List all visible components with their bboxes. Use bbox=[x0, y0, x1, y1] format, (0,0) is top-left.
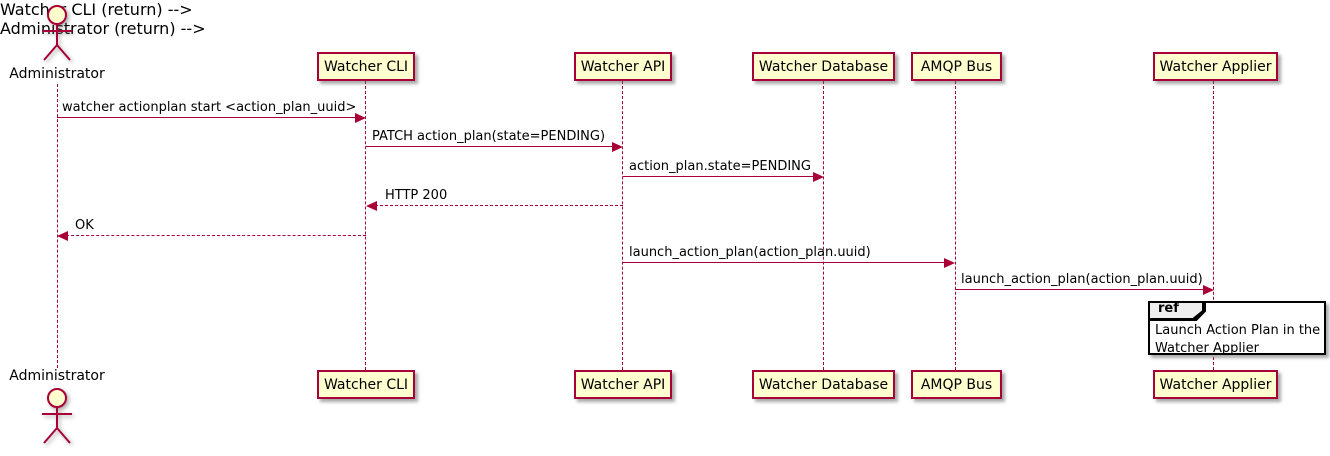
message-label: launch_action_plan(action_plan.uuid) bbox=[961, 272, 1203, 287]
participant-watcher-database-top: Watcher Database bbox=[752, 52, 895, 81]
participant-watcher-api-top: Watcher API bbox=[574, 52, 672, 81]
lifeline-watcher-api bbox=[622, 81, 623, 370]
ref-body-text: Launch Action Plan in the Watcher Applie… bbox=[1155, 322, 1320, 358]
ref-keyword: ref bbox=[1158, 301, 1179, 316]
participant-amqp-bus-top: AMQP Bus bbox=[911, 52, 1002, 81]
message-line-dashed bbox=[375, 205, 623, 206]
message-line-dashed bbox=[66, 235, 366, 236]
participant-watcher-api-bottom: Watcher API bbox=[574, 370, 672, 399]
actor-icon bbox=[42, 5, 72, 61]
ref-text-line2: Watcher Applier bbox=[1155, 341, 1259, 356]
actor-label-top: Administrator bbox=[9, 66, 105, 82]
arrowhead-right-icon bbox=[612, 142, 623, 152]
message-label: launch_action_plan(action_plan.uuid) bbox=[629, 245, 871, 260]
message-label: watcher actionplan start <action_plan_uu… bbox=[62, 100, 357, 115]
participant-watcher-cli-top: Watcher CLI bbox=[317, 52, 415, 81]
lifeline-amqp-bus bbox=[955, 81, 956, 370]
message-label: action_plan.state=PENDING bbox=[629, 159, 811, 174]
lifeline-watcher-applier bbox=[1213, 81, 1214, 370]
message-line bbox=[57, 117, 357, 118]
ref-text-line1: Launch Action Plan in the bbox=[1155, 323, 1321, 338]
actor-label-bottom: Administrator bbox=[9, 368, 105, 384]
arrowhead-left-icon bbox=[366, 201, 377, 211]
participant-watcher-database-bottom: Watcher Database bbox=[752, 370, 895, 399]
arrowhead-right-icon bbox=[944, 258, 955, 268]
message-label: HTTP 200 bbox=[385, 188, 448, 203]
participant-amqp-bus-bottom: AMQP Bus bbox=[911, 370, 1002, 399]
arrowhead-right-icon bbox=[355, 113, 366, 123]
arrowhead-left-icon bbox=[57, 231, 68, 241]
participant-watcher-applier-top: Watcher Applier bbox=[1153, 52, 1278, 81]
participant-watcher-applier-bottom: Watcher Applier bbox=[1153, 370, 1278, 399]
ref-tab-fill bbox=[1150, 303, 1202, 318]
ref-tab: ref bbox=[1148, 301, 1206, 321]
message-line bbox=[623, 176, 814, 177]
message-line bbox=[366, 146, 613, 147]
message-line bbox=[955, 289, 1204, 290]
lifeline-watcher-cli bbox=[365, 81, 366, 370]
message-label: OK bbox=[75, 218, 94, 233]
message-line bbox=[623, 262, 945, 263]
arrowhead-right-icon bbox=[1203, 285, 1214, 295]
lifeline-administrator bbox=[57, 84, 58, 368]
lifeline-watcher-database bbox=[823, 81, 824, 370]
actor-icon bbox=[42, 388, 72, 444]
participant-watcher-cli-bottom: Watcher CLI bbox=[317, 370, 415, 399]
ref-fragment: ref Launch Action Plan in the Watcher Ap… bbox=[1148, 301, 1326, 358]
arrowhead-right-icon bbox=[813, 172, 824, 182]
message-label: PATCH action_plan(state=PENDING) bbox=[372, 129, 606, 144]
